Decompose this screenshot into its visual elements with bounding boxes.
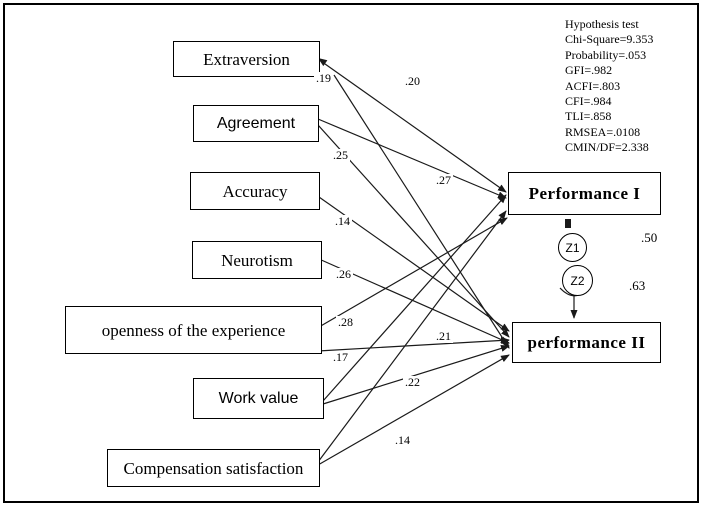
stat-cfi: CFI=.984 <box>565 93 612 108</box>
coef-perf2-near: .21 <box>434 329 453 344</box>
box-work-value: Work value <box>193 378 324 419</box>
path-openness-perf2 <box>317 336 510 352</box>
error-circle-z1: Z1 <box>558 233 587 262</box>
coef-openness-perf2: .17 <box>331 350 350 365</box>
stat-tli: TLI=.858 <box>565 109 612 124</box>
box-compensation-label: Compensation satisfaction <box>123 458 304 478</box>
box-agreement-label: Agreement <box>216 114 296 132</box>
stat-gfi: GFI=.982 <box>565 63 613 78</box>
box-performance-1-label: Performance I <box>528 184 641 203</box>
arrowhead-into-extraversion <box>318 58 328 67</box>
hypothesis-test-block: Hypothesis test Chi-Square=9.353 Probabi… <box>565 17 653 156</box>
z1-stub <box>565 219 571 228</box>
box-compensation: Compensation satisfaction <box>107 449 320 487</box>
hypothesis-title: Hypothesis test <box>565 17 639 31</box>
path-compensation-perf1 <box>317 210 507 463</box>
coef-extraversion-perf1: .20 <box>403 74 422 89</box>
box-openness: openness of the experience <box>65 306 322 354</box>
box-accuracy-label: Accuracy <box>222 181 288 201</box>
path-workvalue-perf1 <box>322 194 507 402</box>
coef-agreement-perf1: .27 <box>434 173 453 188</box>
z1-label: Z1 <box>565 240 580 255</box>
box-performance-2: performance II <box>512 322 661 363</box>
box-extraversion-label: Extraversion <box>203 49 290 69</box>
box-accuracy: Accuracy <box>190 172 320 210</box>
box-performance-1: Performance I <box>508 172 661 215</box>
path-openness-perf1 <box>318 217 508 328</box>
variance-perf1: .50 <box>641 230 658 245</box>
box-neurotism-label: Neurotism <box>221 250 293 270</box>
coef-openness-perf1: .28 <box>336 315 355 330</box>
box-openness-label: openness of the experience <box>101 320 286 340</box>
box-performance-2-label: performance II <box>527 333 646 352</box>
stat-cmin-df: CMIN/DF=2.338 <box>565 140 649 155</box>
path-agreement-perf1 <box>317 118 507 199</box>
box-neurotism: Neurotism <box>192 241 322 279</box>
coef-agreement-perf2: .25 <box>331 148 350 163</box>
coef-accuracy-perf2: .14 <box>333 214 352 229</box>
stat-probability: Probability=.053 <box>565 47 647 62</box>
coef-extraversion-perf2: .19 <box>314 71 333 86</box>
path-compensation-perf2 <box>317 354 510 466</box>
path-extraversion-perf1 <box>317 58 507 193</box>
coef-compensation-perf2: .14 <box>393 433 412 448</box>
coef-neurotism-perf2: .26 <box>334 267 353 282</box>
box-work-value-label: Work value <box>218 389 299 407</box>
coef-workvalue-perf2: .22 <box>403 375 422 390</box>
error-circle-z2: Z2 <box>562 265 593 296</box>
box-extraversion: Extraversion <box>173 41 320 77</box>
path-extraversion-perf2 <box>333 74 510 349</box>
variance-perf2: .63 <box>629 278 646 293</box>
path-workvalue-perf2 <box>322 345 510 405</box>
page-border <box>3 3 699 503</box>
stat-chi-square: Chi-Square=9.353 <box>565 32 654 47</box>
stat-rmsea: RMSEA=.0108 <box>565 124 641 139</box>
stat-acfi: ACFI=.803 <box>565 78 621 93</box>
box-agreement: Agreement <box>193 105 319 142</box>
z2-label: Z2 <box>570 273 585 288</box>
